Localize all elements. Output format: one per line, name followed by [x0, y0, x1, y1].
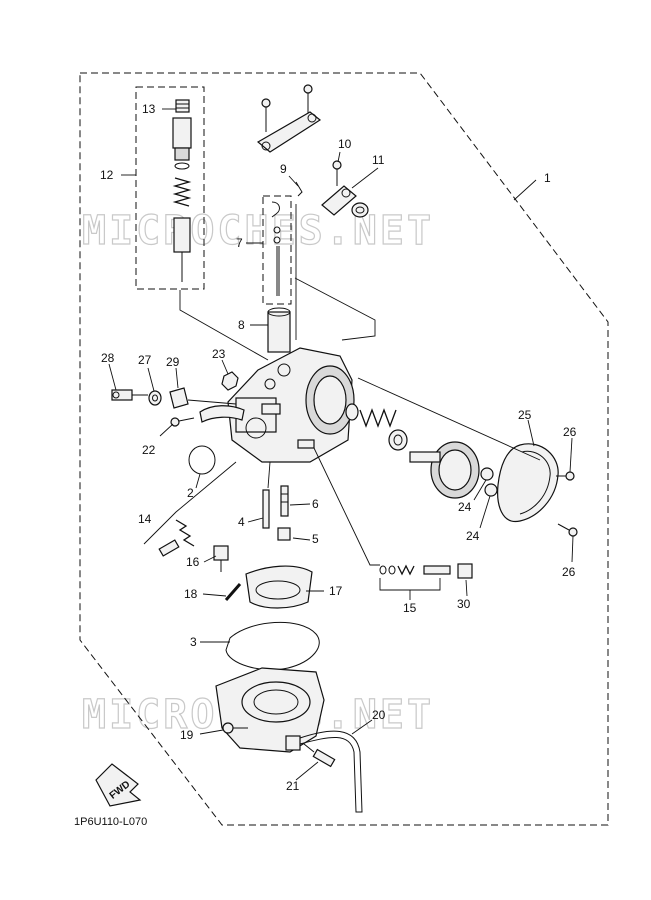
part-16-float-valve: [213, 545, 229, 572]
part-10-screw: [332, 160, 342, 186]
callout-14: 14: [138, 512, 152, 526]
part-28-pilot-screw: [111, 389, 148, 401]
part-19-drain-screw: [222, 722, 248, 734]
leader-body-15: [313, 447, 380, 566]
leader-29-body: [187, 399, 237, 405]
callout-21: 21: [286, 779, 300, 793]
callout-19: 19: [180, 728, 194, 742]
part-26-screw-upper: [556, 471, 575, 481]
diaphragm-spring: [345, 403, 408, 451]
leader-7-body: [294, 277, 376, 341]
part-2-o-ring: [188, 445, 216, 475]
callout-26-lower: 26: [562, 565, 576, 579]
callout-20: 20: [372, 708, 386, 722]
part-23-nut: [221, 371, 239, 391]
part-6-needle-jet: [280, 485, 289, 517]
float-chamber-bowl: [215, 667, 325, 753]
part-12-plunger-assembly: [172, 117, 192, 282]
part-4-pilot-jet: [262, 489, 270, 529]
part-14-throttle-stop-screw: [158, 519, 195, 557]
top-bracket: [256, 84, 322, 153]
part-27-washer: [148, 390, 162, 406]
callout-10: 10: [338, 137, 352, 151]
assembly-boundary: [79, 72, 609, 826]
callout-4: 4: [238, 515, 245, 529]
callout-16: 16: [186, 555, 200, 569]
watermark-top: MICROCHES.NET: [82, 208, 434, 254]
callout-7: 7: [236, 236, 243, 250]
callout-24-upper: 24: [458, 500, 472, 514]
diaphragm-piston: [409, 441, 498, 499]
callout-9: 9: [280, 162, 287, 176]
part-7-jet-needle: [271, 201, 281, 296]
callout-leaders: [108, 108, 574, 781]
callout-15: 15: [403, 601, 417, 615]
part-13-cap: [175, 99, 190, 113]
part-29-plate: [169, 387, 189, 409]
callout-6: 6: [312, 497, 319, 511]
leader-14-body: [143, 461, 237, 545]
callout-5: 5: [312, 532, 319, 546]
part-30-cap: [457, 563, 473, 579]
callout-2: 2: [187, 486, 194, 500]
part-9-clip: [295, 181, 303, 197]
part-20-drain-hose: [299, 730, 363, 813]
callout-12: 12: [100, 168, 114, 182]
callout-23: 23: [212, 347, 226, 361]
leader-body-cover: [357, 377, 541, 461]
callout-1: 1: [544, 171, 551, 185]
diagram-code: 1P6U110-L070: [74, 816, 147, 828]
callout-26-upper: 26: [563, 425, 577, 439]
callout-8: 8: [238, 318, 245, 332]
callout-27: 27: [138, 353, 152, 367]
needle-jet-subassembly-box: [135, 86, 205, 290]
part-11-lever: [321, 185, 369, 218]
part-26-screw-lower: [557, 523, 578, 537]
callout-24-lower: 24: [466, 529, 480, 543]
leader-12-body: [179, 290, 269, 361]
leader-body-jets: [267, 461, 271, 489]
part-21-screw: [303, 743, 336, 768]
callout-11: 11: [372, 153, 385, 167]
callout-13: 13: [142, 102, 156, 116]
fwd-arrow-icon: FWD: [95, 763, 142, 807]
part-18-float-pin: [224, 583, 242, 601]
callout-25: 25: [518, 408, 532, 422]
callout-30: 30: [457, 597, 471, 611]
jet-needle-subassembly-box: [262, 195, 292, 305]
part-25-cover: [497, 443, 559, 523]
part-17-float: [245, 565, 313, 609]
callout-3: 3: [190, 635, 197, 649]
part-8-throttle-slide: [267, 307, 291, 353]
callout-18: 18: [184, 587, 198, 601]
part-22-screw: [170, 417, 195, 427]
part-15-mixture-screw-set: [379, 564, 451, 576]
part-3-float-chamber-gasket: [225, 621, 320, 671]
callout-28: 28: [101, 351, 115, 365]
callout-17: 17: [329, 584, 343, 598]
callout-22: 22: [142, 443, 156, 457]
callout-29: 29: [166, 355, 180, 369]
part-5-main-jet: [277, 527, 291, 541]
carburetor-body: [199, 347, 355, 463]
